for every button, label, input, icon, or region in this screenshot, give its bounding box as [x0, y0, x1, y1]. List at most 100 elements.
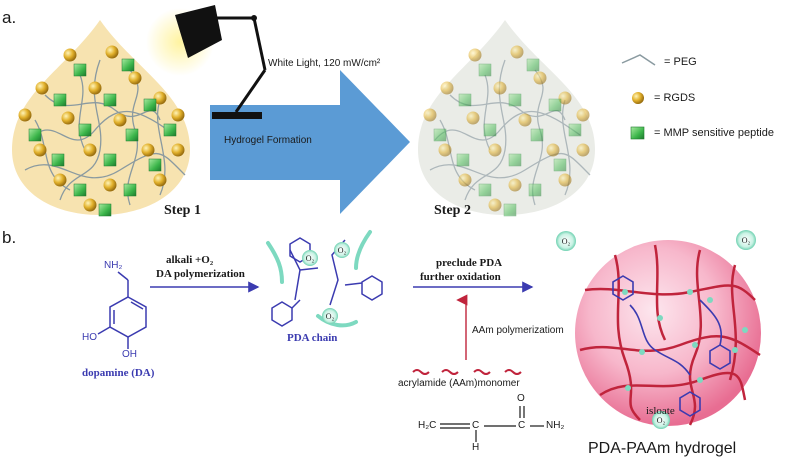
- legend-rgds-text: = RGDS: [654, 92, 696, 104]
- rgds-bead: [113, 113, 127, 127]
- arrow1-line2: DA polymerization: [156, 268, 245, 280]
- rgds-bead: [468, 48, 482, 62]
- mmp-peptide-cube: [125, 128, 139, 142]
- rgds-bead: [458, 173, 472, 187]
- rgds-bead: [558, 173, 572, 187]
- crosslink-node: [687, 289, 693, 295]
- acrylamide-c2: C: [518, 420, 526, 431]
- acrylamide-structure: [440, 406, 544, 442]
- acrylamide-nh2: NH₂: [546, 420, 565, 431]
- crosslink-nodes: [622, 289, 748, 391]
- mmp-peptide-cube: [456, 153, 470, 167]
- acrylamide-h2c: H₂C: [418, 420, 437, 431]
- rgds-bead: [18, 108, 32, 122]
- mmp-peptide-cube: [103, 153, 117, 167]
- rgds-bead: [105, 45, 119, 59]
- crosslink-node: [742, 327, 748, 333]
- rgds-bead: [493, 81, 507, 95]
- crosslink-node: [707, 297, 713, 303]
- aam-polymerization-label: AAm polymerizatiom: [472, 325, 564, 336]
- rgds-bead: [33, 143, 47, 157]
- rgds-bead: [576, 108, 590, 122]
- legend-mmp-text: = MMP sensitive peptide: [654, 127, 774, 139]
- oxygen-bubble: [556, 231, 576, 251]
- rgds-bead: [88, 81, 102, 95]
- rgds-bead: [438, 143, 452, 157]
- mmp-peptide-cube: [53, 93, 67, 107]
- mmp-peptide-cube: [548, 98, 562, 112]
- rgds-bead: [141, 143, 155, 157]
- rgds-bead: [466, 111, 480, 125]
- light-intensity-label: White Light, 120 mW/cm²: [268, 58, 381, 69]
- arrow1-line1: alkali +O₂: [166, 254, 214, 266]
- rgds-bead: [518, 113, 532, 127]
- mmp-peptide-cube: [483, 123, 497, 137]
- oxygen-bubble: [334, 242, 350, 258]
- dopamine-label: dopamine (DA): [82, 367, 155, 379]
- panel-b-letter: b.: [2, 228, 17, 247]
- oxygen-label: O₂: [338, 246, 347, 255]
- rgds-bead: [558, 91, 572, 105]
- mmp-peptides-step1: [28, 58, 177, 217]
- mmp-peptide-cube: [478, 63, 492, 77]
- rgds-bead: [83, 143, 97, 157]
- rgds-beads-step1: [18, 45, 185, 212]
- mmp-peptide-cube: [528, 183, 542, 197]
- crosslink-node: [692, 342, 698, 348]
- oxygen-label: O₂: [326, 312, 335, 321]
- oxygen-label: O₂: [657, 416, 666, 425]
- crosslink-node: [732, 347, 738, 353]
- mmp-peptide-cube: [121, 58, 135, 72]
- legend-rgds-bead: [632, 92, 644, 104]
- rgds-bead: [423, 108, 437, 122]
- pda-in-network: [612, 275, 731, 417]
- rgds-beads-step2: [423, 45, 590, 212]
- mmp-peptide-cube: [78, 123, 92, 137]
- rgds-bead: [533, 71, 547, 85]
- oxygen-bubble: [736, 230, 756, 250]
- dopamine-oh-label: OH: [122, 349, 137, 360]
- rgds-bead: [35, 81, 49, 95]
- legend-symbols: [621, 54, 656, 140]
- pda-chain-structure: [271, 237, 383, 327]
- mmp-peptide-cube: [103, 93, 117, 107]
- rgds-bead: [153, 173, 167, 187]
- rgds-bead: [508, 178, 522, 192]
- isolate-label: isloate: [646, 405, 675, 417]
- rgds-bead: [63, 48, 77, 62]
- lamp-illustration: [146, 5, 267, 119]
- mmp-peptide-cube: [98, 203, 112, 217]
- oxygen-label: O₂: [306, 254, 315, 263]
- rgds-bead: [510, 45, 524, 59]
- mmp-peptide-cube: [123, 183, 137, 197]
- panel-a-letter: a.: [2, 8, 17, 27]
- oxygen-bubble: [322, 308, 338, 324]
- acrylamide-h: H: [472, 442, 480, 453]
- rgds-bead: [171, 108, 185, 122]
- acrylamide-c1: C: [472, 420, 480, 431]
- mmp-peptide-cube: [530, 128, 544, 142]
- oxygen-label: O₂: [562, 237, 571, 246]
- rgds-bead: [576, 143, 590, 157]
- oxygen-label: O₂: [742, 236, 751, 245]
- rgds-bead: [440, 81, 454, 95]
- mmp-peptide-cube: [508, 153, 522, 167]
- mmp-peptide-cube: [28, 128, 42, 142]
- rgds-bead: [128, 71, 142, 85]
- oxygen-bubble: [652, 411, 670, 429]
- step2-label: Step 2: [434, 203, 471, 218]
- mmp-peptide-cube: [553, 158, 567, 172]
- rgds-bead: [171, 143, 185, 157]
- legend-mmp-cube: [630, 126, 645, 140]
- rgds-bead: [103, 178, 117, 192]
- rgds-bead: [153, 91, 167, 105]
- acrylamide-o: O: [517, 393, 525, 404]
- mmp-peptide-cube: [143, 98, 157, 112]
- pda-chain-label: PDA chain: [287, 332, 338, 344]
- legend-peg-line: [621, 54, 656, 66]
- mmp-peptide-cube: [163, 123, 177, 137]
- mmp-peptide-cube: [458, 93, 472, 107]
- hydrogel-caption: PDA-PAAm hydrogel: [588, 440, 737, 457]
